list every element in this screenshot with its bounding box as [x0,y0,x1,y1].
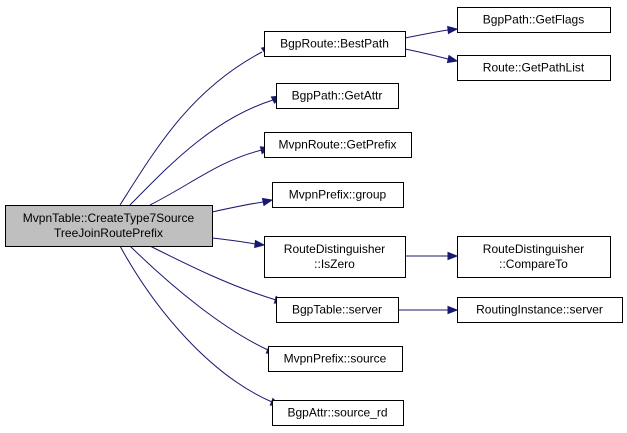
node-sourcerd[interactable]: BgpAttr::source_rd [272,400,404,426]
edge-bestpath-to-getpathlist [404,48,459,64]
node-getattr[interactable]: BgpPath::GetAttr [276,83,399,109]
node-label: BgpAttr::source_rd [287,406,387,420]
node-label: RouteDistinguisher [483,242,584,256]
node-label: RouteDistinguisher [284,242,385,256]
edge-root-to-getprefix [149,146,272,206]
node-getflags[interactable]: BgpPath::GetFlags [457,7,611,33]
node-box [272,400,404,426]
node-label: MvpnTable::CreateType7Source [23,211,195,225]
node-box [276,297,399,323]
node-source[interactable]: MvpnPrefix::source [268,346,403,372]
node-box [457,236,611,278]
node-label: BgpTable::server [292,303,382,317]
edge-root-to-group [211,197,274,213]
node-label: Route::GetPathList [483,61,585,75]
node-label: RoutingInstance::server [476,303,603,317]
node-getpathlist[interactable]: Route::GetPathList [457,55,611,81]
edge-bestpath-to-getflags [404,25,459,39]
node-box [272,182,404,208]
node-label: ::IsZero [314,257,355,271]
node-label: BgpRoute::BestPath [280,37,389,51]
arrowhead-icon [447,305,459,315]
node-box [264,31,406,57]
node-label: MvpnPrefix::group [289,188,387,202]
node-box [264,132,412,158]
edges-layer [119,25,459,406]
arrowhead-icon [254,239,266,249]
node-label: MvpnPrefix::source [284,352,387,366]
arrowhead-icon [446,54,459,64]
edge-iszero-to-compareto [404,251,459,261]
arrowhead-icon [447,251,459,261]
edge-root-to-iszero [211,237,266,249]
node-label: BgpPath::GetAttr [292,89,383,103]
arrowhead-icon [261,197,274,207]
nodes-layer: MvpnTable::CreateType7SourceTreeJoinRout… [5,7,623,426]
node-box [276,83,399,109]
node-iszero[interactable]: RouteDistinguisher::IsZero [264,236,406,278]
node-bestpath[interactable]: BgpRoute::BestPath [264,31,406,57]
node-tableserver[interactable]: BgpTable::server [276,297,399,323]
node-compareto[interactable]: RouteDistinguisher::CompareTo [457,236,611,278]
node-label: ::CompareTo [499,257,568,271]
node-box [268,346,403,372]
edge-root-to-tableserver [149,245,286,304]
node-root[interactable]: MvpnTable::CreateType7SourceTreeJoinRout… [5,205,213,247]
node-label: TreeJoinRoutePrefix [54,226,163,240]
node-label: MvpnRoute::GetPrefix [278,138,396,152]
node-box [457,297,623,323]
node-riserver[interactable]: RoutingInstance::server [457,297,623,323]
node-group[interactable]: MvpnPrefix::group [272,182,404,208]
node-box [457,55,611,81]
node-box [457,7,611,33]
arrowhead-icon [447,25,459,35]
edge-root-to-source [129,245,278,354]
node-box [5,205,213,247]
edge-root-to-bestpath [119,45,273,206]
node-getprefix[interactable]: MvpnRoute::GetPrefix [264,132,412,158]
node-label: BgpPath::GetFlags [483,13,584,27]
edge-tableserver-to-riserver [398,305,459,315]
node-box [264,236,406,278]
